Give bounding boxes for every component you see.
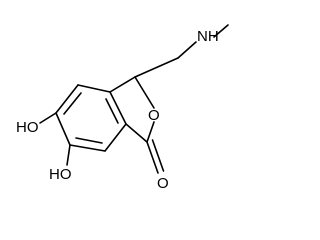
- bond-c6-c7-inner: [75, 137, 103, 144]
- bond-c4-c5: [55, 84, 79, 114]
- bond-c3-ch2: [134, 57, 179, 78]
- bond-c3-o: [134, 76, 155, 109]
- ring-oxygen-label: O: [148, 107, 160, 124]
- bond-o-c1: [146, 121, 155, 143]
- hydroxyl-lower-label: HO: [49, 166, 72, 183]
- bond-c7a-c3a-inner: [105, 98, 119, 124]
- bond-c3a-c4: [77, 84, 111, 93]
- bond-carbonyl-1: [146, 141, 159, 174]
- hydroxyl-upper-label: HO: [16, 119, 39, 136]
- lactone-ring: [109, 76, 165, 174]
- bond-c6-oh: [66, 144, 71, 166]
- bond-c3a-c3: [109, 76, 136, 93]
- chemical-structure: NH O O HO HO: [16, 24, 229, 192]
- amine-nh-label: NH: [197, 28, 219, 45]
- carbonyl-oxygen-label: O: [157, 175, 169, 192]
- bond-c4-c5-inner: [63, 92, 82, 115]
- bond-c5-oh: [39, 112, 57, 124]
- bond-c7a-c3a: [109, 91, 127, 125]
- bond-n-ch3: [213, 24, 229, 38]
- bond-c6-c7: [69, 144, 106, 152]
- bond-c7-c7a: [104, 123, 127, 152]
- benzene-ring: [55, 84, 127, 152]
- methylaminomethyl-chain: [134, 24, 229, 78]
- bond-ch2-n: [177, 41, 197, 59]
- bond-c5-c6: [55, 112, 71, 146]
- bond-c1-c7a: [125, 123, 148, 143]
- bond-carbonyl-2: [151, 139, 165, 172]
